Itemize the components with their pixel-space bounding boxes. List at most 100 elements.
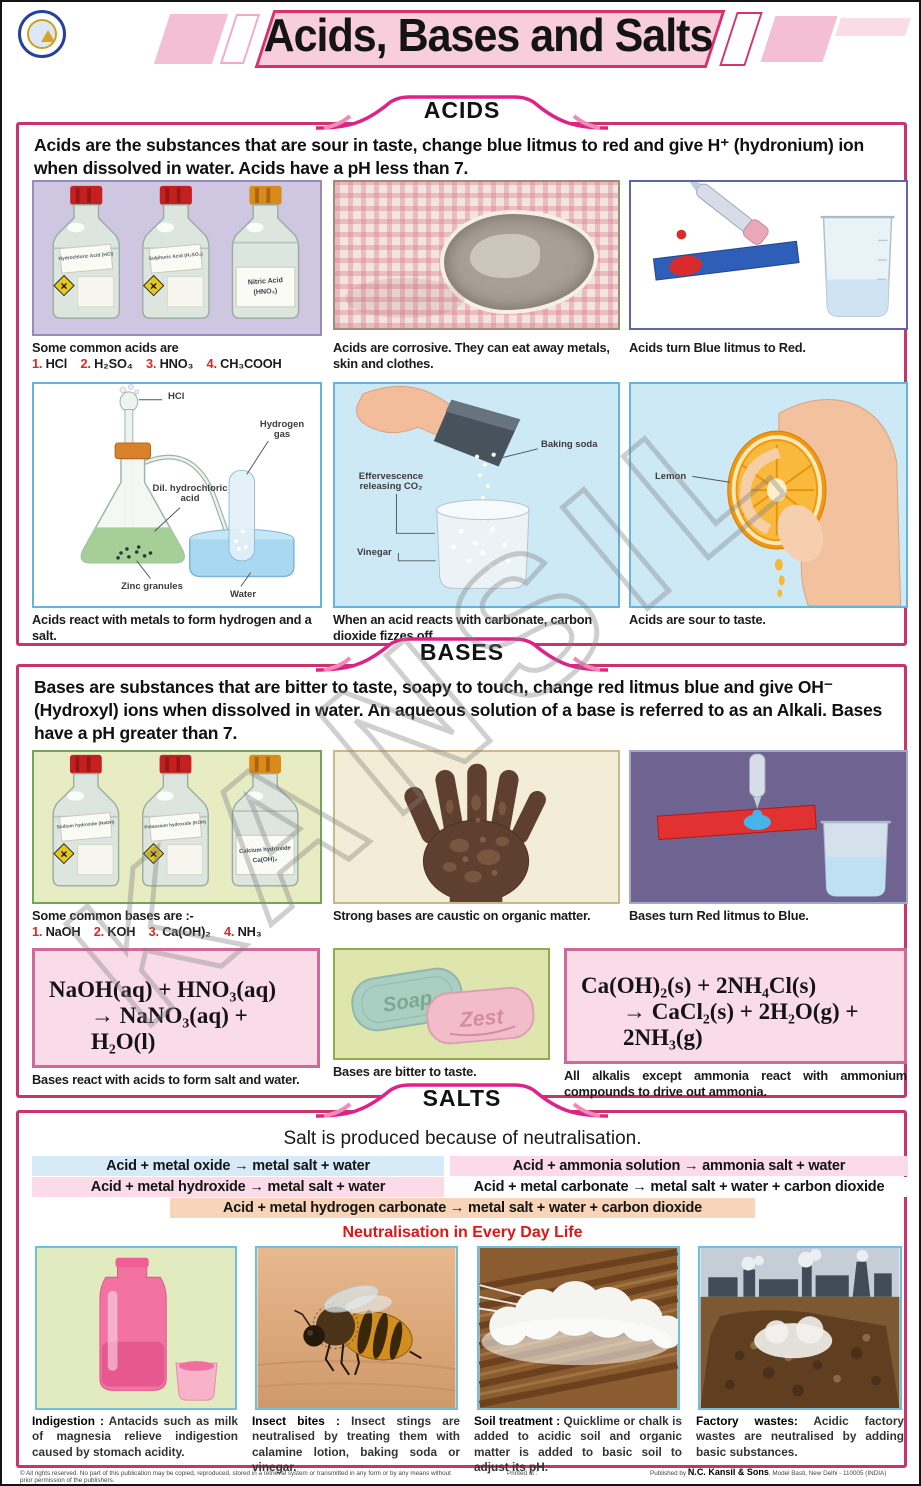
label-hcl: HCl — [168, 391, 185, 402]
panel-sour-taste: Lemon — [629, 382, 908, 608]
common-acids-list: 1. HCl 2. H₂SO₄ 3. HNO₃ 4. CH₃COOH — [32, 356, 332, 372]
base-item-formula: Ca(OH)₂ — [162, 923, 211, 939]
caption-soil-treatment: Soil treatment : Quicklime or chalk is a… — [474, 1414, 682, 1475]
equation-1-line-1: NaOH(aq) + HNO₃(aq) — [49, 977, 277, 1002]
panel-corrosive-cloth — [333, 180, 620, 330]
caption-acid-litmus: Acids turn Blue litmus to Red. — [629, 340, 806, 355]
bases-intro: Bases are substances that are bitter to … — [34, 677, 883, 743]
caustic-hand-icon — [404, 763, 546, 902]
label-dil-hcl: Dil. hydrochloric acid — [152, 483, 228, 505]
caption-caustic: Strong bases are caustic on organic matt… — [333, 908, 591, 923]
publisher-logo-inner — [27, 19, 57, 49]
acid-item-formula: CH₃COOH — [220, 355, 282, 371]
footer-publisher-post: , Model Basti, New Delhi - 110005 (INDIA… — [768, 1470, 887, 1477]
caption-lemon: Acids are sour to taste. — [629, 612, 766, 627]
photo-insect-bite — [255, 1246, 458, 1410]
reaction-hydrogen-carbonate: Acid + metal hydrogen carbonate → metal … — [170, 1198, 755, 1218]
everyday-heading: Neutralisation in Every Day Life — [342, 1224, 583, 1241]
publisher-logo — [18, 10, 66, 58]
caption-corrosive: Acids are corrosive. They can eat away m… — [333, 340, 610, 371]
acid-litmus-icon — [652, 182, 895, 318]
caption-insect-bites: Insect bites : Insect stings are neutral… — [252, 1414, 460, 1475]
equation-2-line-1: Ca(OH)₂(s) + 2NH₄Cl(s) — [581, 973, 817, 998]
acid-item-formula: HNO₃ — [159, 355, 194, 371]
photo-indigestion — [35, 1246, 237, 1410]
base-item-num: 1. — [32, 923, 43, 939]
caption-base-litmus: Bases turn Red litmus to Blue. — [629, 908, 809, 923]
base-bottle-1-label: Sodium hydroxide (NaOH) — [56, 819, 115, 829]
svg-text:✕: ✕ — [60, 849, 68, 859]
caption-lead: Soil treatment : — [474, 1414, 561, 1428]
footer-copyright: © All rights reserved. No part of this p… — [20, 1470, 451, 1484]
acids-intro: Acids are the substances that are sour i… — [34, 135, 864, 178]
panel-base-bottles: Sodium hydroxide (NaOH) ✕ Potassium hydr… — [32, 750, 322, 904]
tab-salts-label: SALTS — [422, 1085, 502, 1111]
acid-bottles-icon: Hydrochloric Acid (HCl) ✕ Sulphuric Acid… — [52, 185, 300, 319]
label-lemon: Lemon — [655, 471, 687, 482]
acid-bottle-3-label-1: Nitric Acid — [248, 276, 284, 286]
acid-item-num: 1. — [32, 355, 43, 371]
equation-neutralisation: NaOH(aq) + HNO₃(aq) → NaNO₃(aq) + H₂O(l) — [32, 948, 320, 1068]
tab-acids: ACIDS — [312, 88, 612, 130]
acid-item-num: 2. — [80, 355, 91, 371]
label-vinegar: Vinegar — [357, 547, 392, 558]
acid-bottle-1-label: Hydrochloric Acid (HCl) — [58, 251, 114, 262]
base-item-num: 2. — [93, 923, 105, 939]
panel-acid-bottles: Hydrochloric Acid (HCl) ✕ Sulphuric Acid… — [32, 180, 322, 336]
soap-bars-icon: Soap Zest — [351, 967, 535, 1045]
tab-salts: SALTS — [312, 1076, 612, 1118]
panel-caustic-hand — [333, 750, 620, 904]
caption-factory-wastes: Factory wastes: Acidic factory wastes ar… — [696, 1414, 904, 1460]
bee-icon — [257, 1248, 456, 1408]
caption-text: Insect stings are neutralised by treatin… — [252, 1414, 460, 1474]
base-item-num: 3. — [148, 923, 159, 939]
svg-text:✕: ✕ — [150, 281, 158, 292]
soap-brand-2: Zest — [458, 1005, 505, 1032]
footer-publisher-pre: Published by — [650, 1470, 688, 1477]
common-bases-line: Some common bases are :- — [32, 908, 194, 923]
reaction-metal-carbonate: Acid + metal carbonate → metal salt + wa… — [450, 1177, 908, 1197]
label-baking-soda: Baking soda — [541, 439, 598, 450]
label-water: Water — [230, 589, 257, 600]
label-zinc-granules: Zinc granules — [121, 581, 183, 592]
banner-left-slash — [153, 14, 229, 64]
reaction-metal-oxide: Acid + metal oxide → metal salt + water — [32, 1156, 444, 1176]
base-bottle-3-label-2: Ca(OH)₂ — [252, 856, 277, 865]
banner-right-slash-3 — [835, 18, 911, 36]
factory-waste-icon — [700, 1248, 900, 1408]
svg-text:✕: ✕ — [60, 281, 68, 292]
footer-publisher-name: N.C. Kansil & Sons — [687, 1467, 769, 1477]
common-acids-line: Some common acids are — [32, 340, 179, 355]
tab-bases-label: BASES — [419, 639, 505, 665]
base-litmus-icon — [656, 753, 891, 897]
caption-lead: Indigestion : — [32, 1414, 104, 1428]
tab-acids-label: ACIDS — [423, 97, 501, 123]
salts-subtitle: Salt is produced because of neutralisati… — [283, 1128, 642, 1149]
base-item-formula: NH₃ — [237, 923, 262, 939]
caption-soap: Bases are bitter to taste. — [333, 1064, 477, 1079]
svg-text:✕: ✕ — [150, 849, 158, 859]
acid-item-num: 4. — [206, 355, 217, 371]
flask-diagram-icon — [80, 384, 295, 587]
reaction-metal-hydroxide: Acid + metal hydroxide → metal salt + wa… — [32, 1177, 444, 1197]
photo-factory-waste — [698, 1246, 902, 1410]
caption-eq2: All alkalis except ammonia react with am… — [564, 1068, 907, 1099]
caption-lead: Factory wastes: — [696, 1414, 798, 1428]
caption-flask: Acids react with metals to form hydrogen… — [32, 612, 312, 643]
corroded-hole-icon — [440, 210, 598, 314]
tab-bases-shape — [315, 637, 609, 672]
tab-salts-shape — [315, 1083, 609, 1118]
soil-spray-icon — [479, 1248, 678, 1408]
footer: © All rights reserved. No part of this p… — [2, 1466, 919, 1484]
acid-bottle-2-label: Sulphuric Acid (H₂SO₄) — [148, 251, 203, 262]
equation-1-line-2: → NaNO₃(aq) + H₂O(l) — [91, 1003, 248, 1054]
equation-ammonia: Ca(OH)₂(s) + 2NH₄Cl(s) → CaCl₂(s) + 2H₂O… — [564, 948, 907, 1064]
caption-text: Quicklime or chalk is added to acidic so… — [474, 1414, 682, 1474]
antacid-bottle-icon — [99, 1257, 218, 1401]
base-item-num: 4. — [223, 923, 235, 939]
panel-soap: Soap Zest — [333, 948, 550, 1060]
panel-acid-metal-reaction: HCl Hydrogen gas Dil. hydrochloric acid … — [32, 382, 322, 608]
footer-publisher: Published by N.C. Kansil & Sons, Model B… — [650, 1467, 910, 1477]
panel-carbonate-reaction: Effervescence releasing CO₂ Baking soda … — [333, 382, 620, 608]
